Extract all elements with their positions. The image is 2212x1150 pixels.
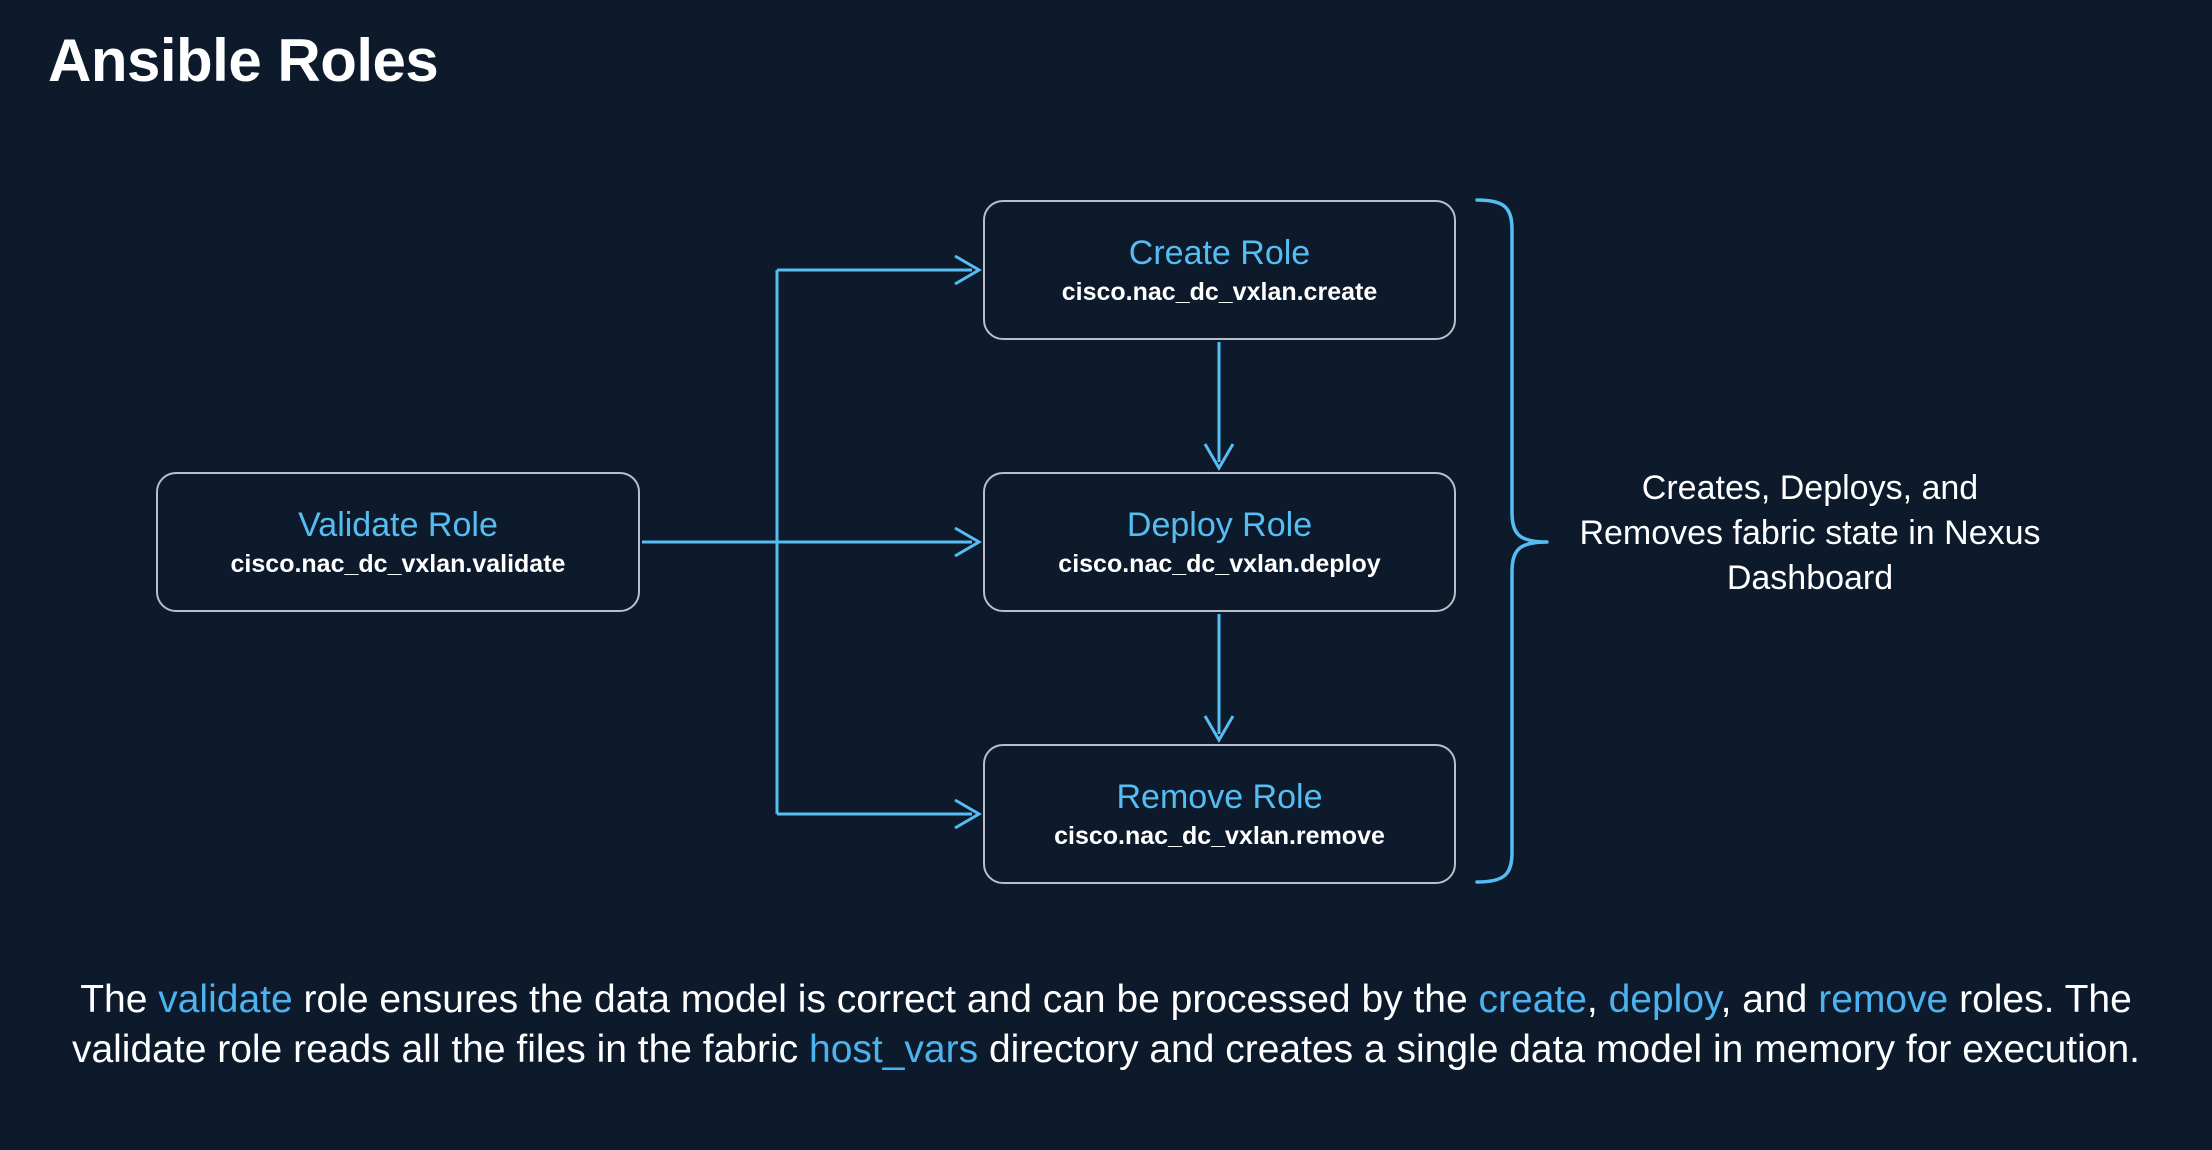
- arrowhead-remove-top: [1203, 715, 1235, 743]
- footnote-text: , and: [1720, 978, 1819, 1021]
- arrowhead-deploy-top: [1203, 443, 1235, 471]
- role-fqcn-create: cisco.nac_dc_vxlan.create: [1061, 277, 1378, 306]
- arrowhead-into-deploy: [954, 526, 982, 558]
- footnote-keyword: create: [1478, 978, 1587, 1021]
- footnote-paragraph: The validate role ensures the data model…: [40, 975, 2172, 1075]
- curly-brace: [1475, 198, 1549, 884]
- brace-caption: Creates, Deploys, and Removes fabric sta…: [1579, 469, 2041, 597]
- footnote-text: ,: [1586, 978, 1609, 1021]
- footnote-text: roles. The validate role reads all the f…: [71, 978, 2132, 1071]
- footnote-keyword: deploy: [1608, 978, 1721, 1021]
- footnote-text: The: [80, 978, 159, 1021]
- role-title-remove: Remove Role: [1116, 778, 1323, 817]
- role-title-create: Create Role: [1128, 234, 1311, 273]
- arrowhead-into-create: [954, 254, 982, 286]
- role-box-remove[interactable]: Remove Role cisco.nac_dc_vxlan.remove: [983, 744, 1456, 884]
- role-box-create[interactable]: Create Role cisco.nac_dc_vxlan.create: [983, 200, 1456, 340]
- role-fqcn-remove: cisco.nac_dc_vxlan.remove: [1054, 821, 1385, 850]
- footnote-keyword: host_vars: [809, 1027, 979, 1071]
- footnote-text: role ensures the data model is correct a…: [292, 978, 1479, 1021]
- page-title: Ansible Roles: [48, 27, 439, 94]
- role-fqcn-deploy: cisco.nac_dc_vxlan.deploy: [1058, 549, 1381, 578]
- footnote-text: directory and creates a single data mode…: [978, 1027, 2141, 1071]
- role-title-validate: Validate Role: [298, 506, 498, 545]
- footnote-keyword: remove: [1818, 978, 1949, 1021]
- arrowhead-into-remove: [954, 798, 982, 830]
- role-box-validate[interactable]: Validate Role cisco.nac_dc_vxlan.validat…: [156, 472, 640, 612]
- footnote-keyword: validate: [158, 978, 293, 1021]
- role-title-deploy: Deploy Role: [1126, 506, 1313, 545]
- role-box-deploy[interactable]: Deploy Role cisco.nac_dc_vxlan.deploy: [983, 472, 1456, 612]
- role-fqcn-validate: cisco.nac_dc_vxlan.validate: [230, 549, 566, 578]
